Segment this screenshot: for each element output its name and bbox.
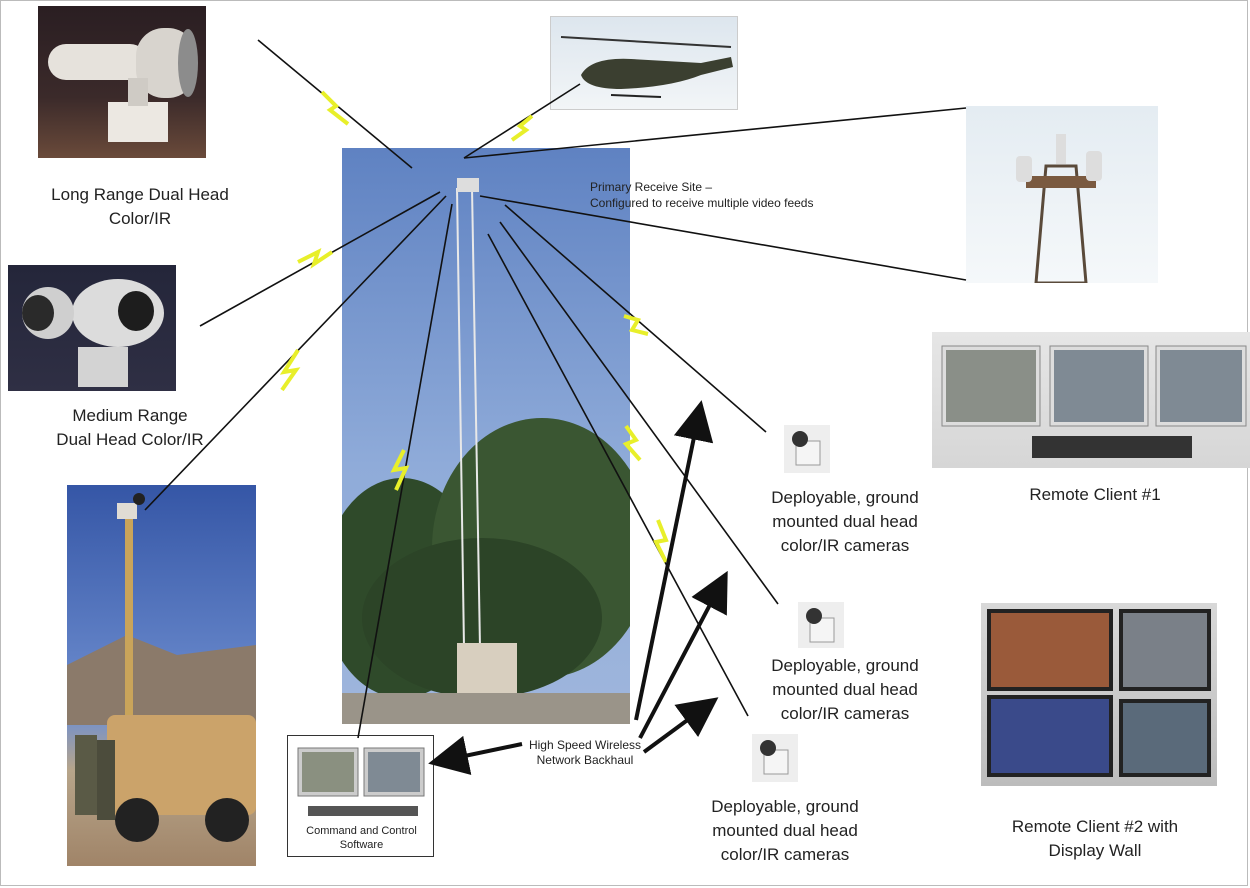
link-receive-site-a: [463, 107, 967, 159]
primary-site-title: Primary Receive Site –: [590, 180, 713, 194]
command-control-box: Command and Control Software: [287, 735, 434, 857]
ground-camera-icon-2: [798, 602, 844, 648]
ground-camera-icon-1: [784, 425, 830, 473]
medium-range-label: Medium Range Dual Head Color/IR: [56, 406, 204, 449]
deployable-cameras-label-2: Deployable, ground mounted dual head col…: [771, 656, 919, 723]
remote-client-1-photo: [932, 332, 1250, 468]
lightning-long-range: [320, 90, 350, 126]
link-ground-2: [499, 221, 779, 605]
link-receive-site-b: [479, 195, 967, 281]
backhaul-label: High Speed Wireless Network Backhaul: [528, 738, 642, 767]
command-control-label: Command and Control Software: [306, 825, 417, 851]
remote-client-1-label: Remote Client #1: [1029, 485, 1161, 504]
long-range-camera-photo: [38, 6, 206, 158]
lightning-ground-2: [622, 424, 642, 462]
deployable-cameras-label-1: Deployable, ground mounted dual head col…: [771, 488, 919, 555]
lightning-medium-range: [297, 248, 334, 269]
backhaul-arrow-1: [634, 400, 714, 721]
deployable-cameras-label-3: Deployable, ground mounted dual head col…: [711, 797, 859, 864]
lightning-ground-1: [623, 314, 649, 336]
remote-client-2-label: Remote Client #2 with Display Wall: [1011, 817, 1179, 860]
backhaul-arrow-3: [642, 697, 719, 754]
ground-camera-icon-3: [752, 734, 798, 782]
primary-site-subtitle: Configured to receive multiple video fee…: [590, 196, 814, 210]
lightning-mast: [279, 348, 301, 392]
helicopter-photo: [550, 16, 738, 110]
backhaul-arrow-command: [428, 735, 523, 776]
link-helicopter: [463, 83, 581, 159]
mobile-mast-vehicle-photo: [67, 485, 256, 866]
primary-tower-photo: [342, 148, 630, 724]
long-range-label: Long Range Dual Head Color/IR: [51, 185, 229, 228]
receive-site-antenna-photo: [966, 106, 1158, 283]
backhaul-arrow-2: [638, 570, 728, 739]
lightning-helicopter: [510, 114, 534, 142]
lightning-command: [390, 449, 410, 491]
remote-client-2-photo: [981, 603, 1217, 786]
link-ground-3: [487, 233, 749, 717]
lightning-ground-3: [653, 519, 669, 563]
medium-range-camera-photo: [8, 265, 176, 391]
